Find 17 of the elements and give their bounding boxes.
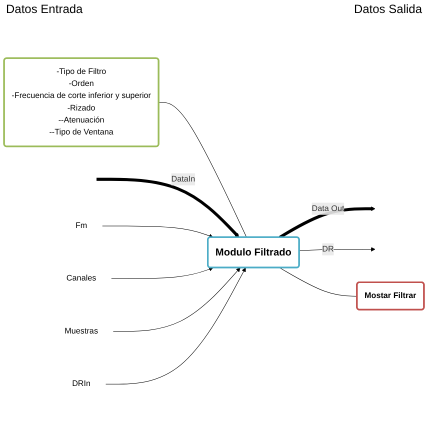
arrow — [96, 178, 240, 238]
arrow — [111, 267, 214, 279]
edge-label: DataIn — [171, 174, 196, 184]
arrow — [102, 226, 214, 238]
arrow — [112, 268, 240, 332]
arrow — [106, 268, 246, 384]
node-text: Muestras — [64, 326, 98, 336]
connector — [279, 268, 358, 296]
edge-label: DR — [322, 244, 334, 254]
node-text: DRIn — [72, 380, 91, 388]
arrow — [299, 247, 376, 252]
node-text: Fm — [75, 221, 88, 230]
connector — [158, 102, 247, 238]
node-text: Canales — [66, 274, 96, 283]
port-label: Datos Salida — [354, 2, 422, 16]
port-label: Datos Entrada — [6, 2, 83, 16]
edge-label: Data Out — [312, 204, 344, 213]
